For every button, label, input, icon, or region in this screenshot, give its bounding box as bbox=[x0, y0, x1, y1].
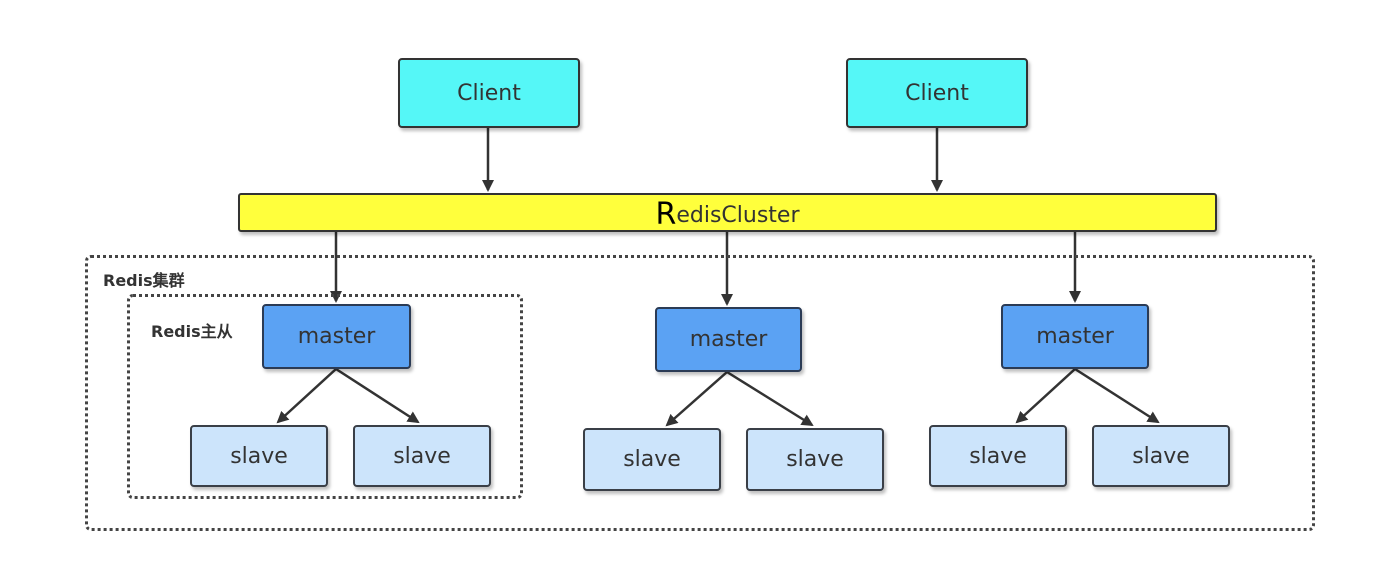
master-node-3: master bbox=[1001, 304, 1149, 369]
client-node-1: Client bbox=[398, 58, 580, 128]
redis-cluster-group bbox=[85, 255, 1315, 531]
slave-node-2-1: slave bbox=[583, 428, 721, 491]
slave-node-1-2: slave bbox=[353, 425, 491, 487]
arrow-master2-to-slave1 bbox=[665, 371, 728, 427]
cluster-bar-label-first: R bbox=[655, 197, 677, 232]
redis-replication-group bbox=[127, 294, 523, 499]
arrow-master2-to-slave2 bbox=[726, 370, 814, 427]
slave-label: slave bbox=[393, 443, 451, 469]
cluster-bar-label-rest: edisCluster bbox=[676, 203, 800, 228]
arrow-master1-to-slave1 bbox=[276, 368, 337, 424]
slave-node-2-2: slave bbox=[746, 428, 884, 491]
master-label: master bbox=[689, 327, 768, 352]
slave-label: slave bbox=[786, 447, 844, 472]
client-label: Client bbox=[905, 80, 969, 106]
slave-node-3-2: slave bbox=[1092, 425, 1230, 487]
master-label: master bbox=[1036, 324, 1114, 349]
arrow-master3-to-slave2 bbox=[1074, 367, 1160, 424]
master-label: master bbox=[297, 324, 376, 349]
redis-cluster-group-label: Redis集群 bbox=[103, 271, 185, 290]
slave-label: slave bbox=[230, 443, 288, 469]
redis-cluster-bar: RedisCluster bbox=[238, 193, 1217, 232]
slave-label: slave bbox=[969, 443, 1027, 469]
client-label: Client bbox=[457, 80, 521, 106]
slave-node-1-1: slave bbox=[190, 425, 328, 487]
client-node-2: Client bbox=[846, 58, 1028, 128]
slave-node-3-1: slave bbox=[929, 425, 1067, 487]
cluster-bar-label: RedisCluster bbox=[655, 195, 800, 232]
master-node-1: master bbox=[262, 304, 411, 369]
arrow-master1-to-slave2 bbox=[335, 367, 420, 424]
slave-label: slave bbox=[1132, 443, 1190, 469]
arrow-master3-to-slave1 bbox=[1015, 368, 1076, 424]
slave-label: slave bbox=[623, 447, 681, 472]
redis-replication-group-label: Redis主从 bbox=[151, 322, 233, 341]
master-node-2: master bbox=[655, 307, 802, 372]
